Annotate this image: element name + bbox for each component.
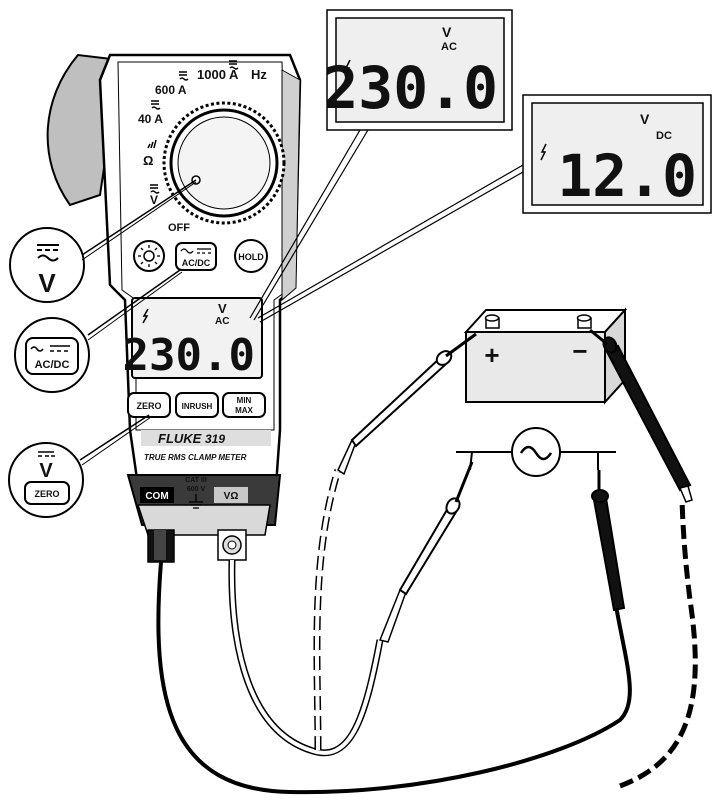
callout-dc-unit: V xyxy=(640,111,650,127)
black-probe-battery xyxy=(589,328,693,503)
inrush-button-label: INRUSH xyxy=(182,402,213,411)
meter-display: V AC 230.0 xyxy=(123,297,263,381)
red-lead-alt-cable xyxy=(313,468,342,751)
hold-button[interactable]: HOLD xyxy=(234,239,268,273)
icon-v-dc-label: V xyxy=(38,268,56,298)
dial-off-label: OFF xyxy=(168,222,190,234)
battery-minus-sign: − xyxy=(572,336,587,366)
black-lead-cable xyxy=(156,561,632,795)
black-probe-ac xyxy=(591,470,626,612)
brand-name: FLUKE xyxy=(158,431,202,446)
icon-callout-v-dc: V xyxy=(9,179,197,303)
battery: + − xyxy=(463,307,628,405)
com-jack-label: COM xyxy=(145,491,168,502)
hazard-icon xyxy=(142,308,149,324)
sun-icon xyxy=(143,250,155,262)
brand-strip: FLUKE 319 TRUE RMS CLAMP METER xyxy=(141,430,271,462)
battery-plus-sign: + xyxy=(484,340,499,370)
callout-ac-value: 230.0 xyxy=(323,54,498,122)
cat-rating-label: CAT III xyxy=(185,477,207,484)
callout-dc-mode: DC xyxy=(656,130,672,142)
callout-dc-value: 12.0 xyxy=(557,142,697,210)
dial-mode-marks xyxy=(147,60,239,194)
zero-button-label: ZERO xyxy=(136,401,161,411)
battery-negative-terminal xyxy=(576,314,592,329)
icon-acdc-label: AC/DC xyxy=(35,359,70,371)
callout-dc-hazard-icon xyxy=(540,143,547,161)
minmax-button[interactable]: MIN MAX xyxy=(222,392,266,418)
meter-display-unit: V xyxy=(218,301,227,316)
sine-wave-icon xyxy=(519,445,553,461)
icon-callout-zero: V ZERO xyxy=(8,414,152,518)
icon-zero-v-label: V xyxy=(39,460,53,482)
black-lead-alt-cable xyxy=(619,499,698,789)
dial-ohm-label: Ω xyxy=(143,153,153,168)
rotary-dial[interactable] xyxy=(162,101,286,225)
inrush-button[interactable]: INRUSH xyxy=(175,392,219,418)
meter-display-value: 230.0 xyxy=(123,330,255,381)
callout-dc-display: V DC 12.0 xyxy=(522,94,712,214)
zero-button[interactable]: ZERO xyxy=(127,392,171,418)
dial-40a-label: 40 A xyxy=(138,112,163,126)
meter-subtitle: TRUE RMS CLAMP METER xyxy=(144,453,247,462)
vohm-jack-plug xyxy=(217,529,247,561)
vohm-label-bg xyxy=(214,487,248,503)
callout-ac-display: V AC 230.0 xyxy=(323,9,513,131)
dial-hz-label: Hz xyxy=(251,67,267,82)
com-label-bg xyxy=(140,487,174,503)
acdc-button-label: AC/DC xyxy=(182,258,211,268)
dial-1000a-label: 1000 A xyxy=(197,67,239,82)
meter-display-mode: AC xyxy=(215,316,229,327)
max-button-label: MAX xyxy=(235,406,253,415)
vohm-jack-label: VΩ xyxy=(224,491,239,502)
icon-zero-button-label: ZERO xyxy=(34,489,59,499)
dial-600a-label: 600 A xyxy=(155,83,187,97)
com-jack-plug xyxy=(147,529,175,563)
ground-icon xyxy=(189,494,203,509)
min-button-label: MIN xyxy=(237,396,252,405)
red-probe-battery xyxy=(337,332,477,476)
battery-positive-terminal xyxy=(484,314,500,329)
hold-button-label: HOLD xyxy=(238,252,264,262)
callout-ac-hazard-icon xyxy=(344,59,351,77)
callout-ac-unit: V xyxy=(442,24,452,40)
callout-leaders xyxy=(249,129,524,323)
icon-callout-acdc: AC/DC xyxy=(14,269,183,393)
acdc-button[interactable]: AC/DC xyxy=(175,242,217,271)
red-probe-ac xyxy=(378,461,474,643)
callout-ac-mode: AC xyxy=(441,41,457,53)
ac-source xyxy=(456,427,616,477)
voltage-rating-label: 600 V xyxy=(187,486,206,493)
dial-v-label: V xyxy=(150,193,158,207)
backlight-button[interactable] xyxy=(133,240,165,272)
model-number: 319 xyxy=(205,432,225,446)
